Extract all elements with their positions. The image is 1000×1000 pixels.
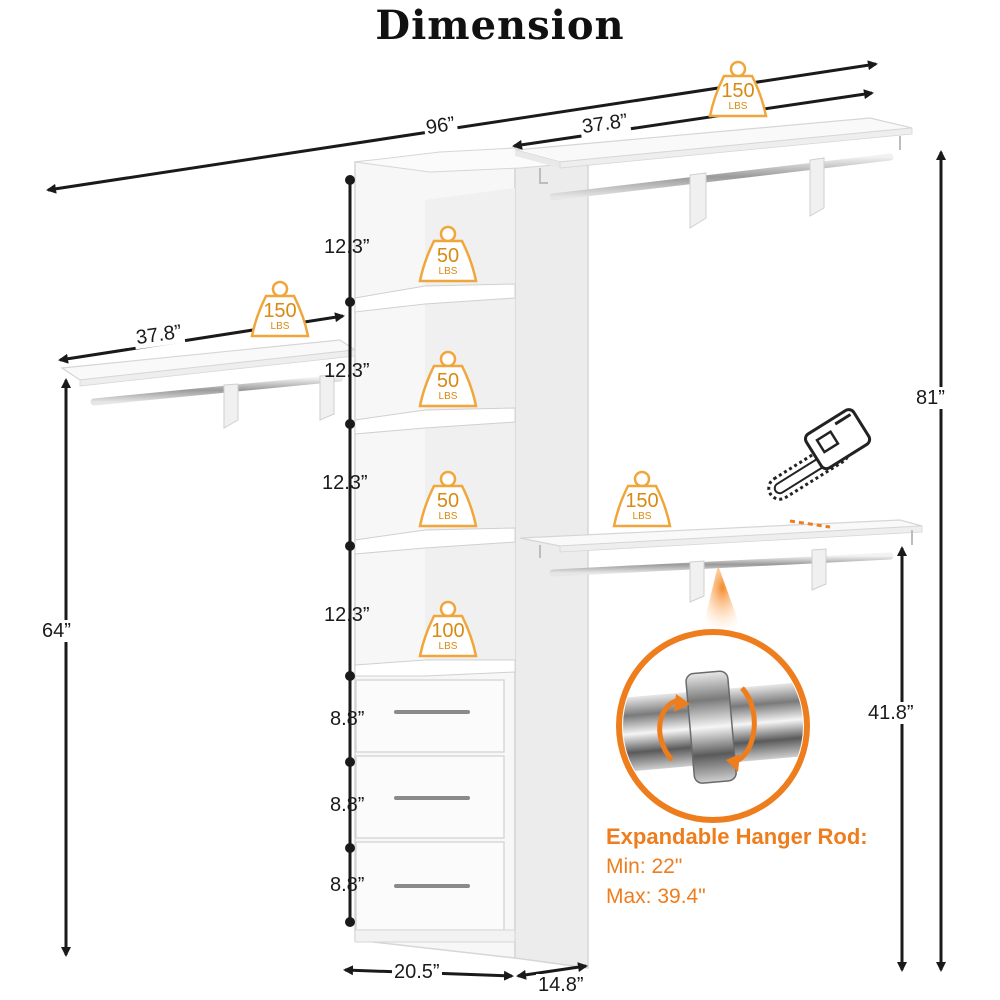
weight-icon-tower-shelf-2: 50 LBS [416, 350, 480, 408]
weight-icon-top-right-shelf: 150 LBS [706, 60, 770, 118]
weight-unit: LBS [632, 511, 652, 522]
weight-unit: LBS [270, 321, 290, 332]
weight-value: 50 [436, 245, 460, 267]
weight-value: 50 [436, 370, 460, 392]
drawer-height-label: 8.8” [330, 708, 365, 730]
weight-icon-left-shelf: 150 LBS [248, 280, 312, 338]
rod-note: Expandable Hanger Rod: Min: 22" Max: 39.… [606, 822, 868, 912]
weight-value: 150 [625, 490, 659, 512]
drawer-height-label: 8.8” [330, 794, 365, 816]
drawer-height-label: 8.8” [330, 874, 365, 896]
shelf-spacing-label: 12.3” [324, 360, 370, 382]
shelf-spacing-label: 12.3” [324, 236, 370, 258]
weight-icon-lower-right-shelf: 150 LBS [610, 470, 674, 528]
weight-unit: LBS [438, 641, 458, 652]
dimension-dots [345, 175, 355, 927]
weight-value: 100 [431, 620, 465, 642]
tower-depth-label: 14.8” [536, 974, 586, 996]
right-rod-height-label: 41.8” [866, 702, 916, 724]
weight-unit: LBS [438, 511, 458, 522]
weight-unit: LBS [728, 101, 748, 112]
shelf-spacing-label: 12.3” [322, 472, 368, 494]
weight-value: 150 [721, 80, 755, 102]
weight-unit: LBS [438, 391, 458, 402]
page-title: Dimension [375, 2, 625, 49]
weight-value: 50 [436, 490, 460, 512]
rod-note-min: Min: 22" [606, 855, 683, 878]
rod-magnifier [616, 565, 810, 823]
rod-note-heading: Expandable Hanger Rod: [606, 824, 868, 849]
weight-icon-tower-shelf-3: 50 LBS [416, 470, 480, 528]
weight-icon-tower-base-shelf: 100 LBS [416, 600, 480, 658]
saw-icon [767, 408, 872, 501]
weight-value: 150 [263, 300, 297, 322]
rod-note-max: Max: 39.4" [606, 885, 706, 908]
weight-icon-tower-shelf-1: 50 LBS [416, 225, 480, 283]
closet-tower [354, 147, 589, 969]
tower-height-label: 81” [914, 387, 947, 409]
weight-unit: LBS [438, 266, 458, 277]
cut-line [789, 519, 831, 529]
tower-width-label: 20.5” [392, 961, 442, 983]
shelf-spacing-label: 12.3” [324, 604, 370, 626]
left-rod-height-label: 64” [40, 620, 73, 642]
